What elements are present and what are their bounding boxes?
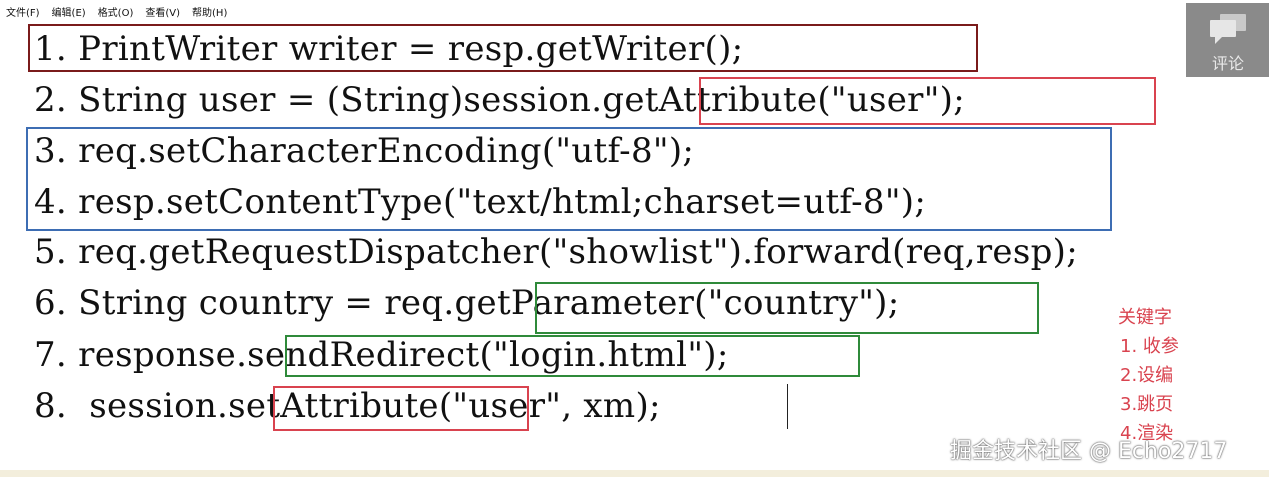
menu-bar: 文件(F) 编辑(E) 格式(O) 查看(V) 帮助(H) bbox=[0, 0, 1269, 22]
highlight-box-encoding bbox=[26, 127, 1112, 231]
highlight-box-sendredirect bbox=[285, 335, 860, 377]
menu-view[interactable]: 查看(V) bbox=[145, 7, 181, 19]
code-line-4: 4. resp.setContentType("text/html;charse… bbox=[34, 182, 927, 222]
comment-icon bbox=[1210, 14, 1246, 44]
highlight-box-setattribute bbox=[273, 386, 529, 431]
keyword-item: 4.渲染 bbox=[1120, 423, 1174, 444]
keyword-item: 3.跳页 bbox=[1120, 394, 1174, 415]
code-line-5: 5. req.getRequestDispatcher("showlist").… bbox=[34, 232, 1078, 272]
menu-help[interactable]: 帮助(H) bbox=[192, 7, 228, 19]
keyword-item: 2.设编 bbox=[1120, 365, 1174, 386]
code-line-2: 2. String user = (String)session.getAttr… bbox=[34, 80, 965, 120]
comment-button[interactable]: 评论 bbox=[1186, 3, 1269, 77]
bottom-band bbox=[0, 470, 1269, 477]
highlight-box-line-1 bbox=[28, 24, 978, 72]
watermark: 掘金技术社区 @ Echo2717 bbox=[950, 439, 1228, 464]
menu-format[interactable]: 格式(O) bbox=[97, 7, 134, 19]
keywords-annotation: 关键字 1. 收参 2.设编 3.跳页 4.渲染 bbox=[1118, 303, 1179, 448]
keyword-item: 1. 收参 bbox=[1120, 336, 1179, 357]
code-line-3: 3. req.setCharacterEncoding("utf-8"); bbox=[34, 131, 695, 171]
code-line-1: 1. PrintWriter writer = resp.getWriter()… bbox=[34, 29, 744, 69]
menu-edit[interactable]: 编辑(E) bbox=[51, 7, 86, 19]
highlight-box-getparameter bbox=[535, 282, 1039, 334]
code-line-6: 6. String country = req.getParameter("co… bbox=[34, 283, 900, 323]
highlight-box-getattribute bbox=[699, 77, 1156, 125]
menu-file[interactable]: 文件(F) bbox=[6, 7, 40, 19]
code-line-7: 7. response.sendRedirect("login.html"); bbox=[34, 335, 729, 375]
keywords-title: 关键字 bbox=[1118, 307, 1172, 328]
code-line-8: 8. session.setAttribute("user", xm); bbox=[34, 386, 661, 426]
text-cursor bbox=[787, 384, 788, 429]
comment-label: 评论 bbox=[1211, 54, 1244, 73]
